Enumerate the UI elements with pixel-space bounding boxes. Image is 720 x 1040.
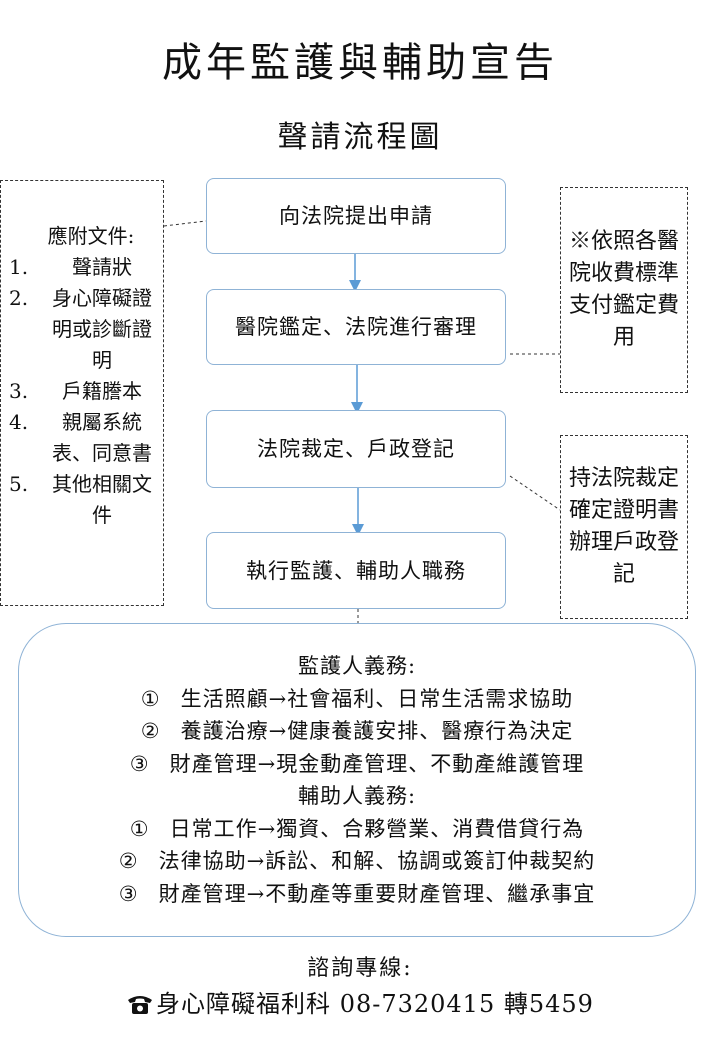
page-title: 成年監護與輔助宣告 [162,40,558,86]
list-item: ③ 財產管理→不動產等重要財產管理、繼承事宜 [19,878,695,911]
item-marker: ② [118,849,139,873]
list-item: 3. 戶籍謄本 [9,376,159,407]
item-text: 財產管理→現金動產管理、不動產維護管理 [169,751,585,776]
step-execute-duties: 執行監護、輔助人職務 [206,532,506,609]
item-text: 親屬系統表、同意書 [52,410,152,465]
step-file-application: 向法院提出申請 [206,178,506,254]
item-marker: ② [140,719,161,743]
contact-line: 身心障礙福利科 08-7320415 轉5459 [0,984,720,1019]
fee-note-box: ※依照各醫院收費標準支付鑑定費用 [560,187,688,393]
item-number: 4. [9,410,29,434]
list-item: 2. 身心障礙證明或診斷證明 [9,283,159,376]
list-item: ① 生活照顧→社會福利、日常生活需求協助 [19,683,695,716]
item-text: 養護治療→健康養護安排、醫療行為決定 [180,719,574,743]
item-marker: ① [129,816,150,841]
attachments-header: 應附文件: [47,224,135,248]
item-number: 2. [9,286,29,310]
step-label: 執行監護、輔助人職務 [246,558,466,583]
item-text: 戶籍謄本 [62,379,142,403]
list-item: 5. 其他相關文件 [9,469,159,531]
step-label: 醫院鑑定、法院進行審理 [235,315,477,339]
guardian-duties-title: 監護人義務: [297,654,417,678]
list-item: 1. 聲請狀 [9,252,159,283]
list-item: ③ 財產管理→現金動產管理、不動產維護管理 [19,748,695,781]
item-text: 日常工作→獨資、合夥營業、消費借貸行為 [169,816,585,841]
item-number: 5. [9,472,29,496]
item-text: 財產管理→不動產等重要財產管理、繼承事宜 [158,881,596,906]
registration-note-box: 持法院裁定確定證明書辦理戶政登記 [560,435,688,619]
item-text: 身心障礙證明或診斷證明 [52,286,152,372]
item-text: 法律協助→訴訟、和解、協調或簽訂仲裁契約 [158,849,596,873]
item-number: 1. [9,255,29,279]
list-item: ① 日常工作→獨資、合夥營業、消費借貸行為 [19,813,695,846]
item-marker: ③ [129,751,150,776]
item-text: 其他相關文件 [52,472,152,527]
item-marker: ① [140,686,161,711]
contact-ext: 轉5459 [503,990,594,1018]
fee-note-text: ※依照各醫院收費標準支付鑑定費用 [569,229,680,350]
contact-title: 諮詢專線: [307,956,413,981]
assistant-duties-title: 輔助人義務: [297,784,417,808]
list-item: 4. 親屬系統表、同意書 [9,407,159,469]
list-item: ② 法律協助→訴訟、和解、協調或簽訂仲裁契約 [19,845,695,878]
item-text: 生活照顧→社會福利、日常生活需求協助 [180,686,574,711]
page-subtitle: 聲請流程圖 [277,120,443,155]
item-text: 聲請狀 [72,255,132,279]
list-item: ② 養護治療→健康養護安排、醫療行為決定 [19,715,695,748]
step-label: 法院裁定、戶政登記 [257,437,455,461]
duties-box: 監護人義務: ① 生活照顧→社會福利、日常生活需求協助 ② 養護治療→健康養護安排、… [18,623,696,937]
phone-icon [128,996,153,1014]
step-medical-evaluation: 醫院鑑定、法院進行審理 [206,289,506,365]
attachments-box: 應附文件: 1. 聲請狀 2. 身心障礙證明或診斷證明 3. 戶籍謄本 4. 親… [0,180,164,606]
registration-note-connector [509,475,561,511]
contact-unit: 身心障礙福利科 [156,990,332,1018]
step-label: 向法院提出申請 [279,204,433,228]
item-number: 3. [9,379,29,403]
item-marker: ③ [118,881,139,906]
registration-note-text: 持法院裁定確定證明書辦理戶政登記 [569,466,680,587]
attachments-connector [163,220,207,227]
step-court-ruling: 法院裁定、戶政登記 [206,410,506,488]
contact-phone: 08-7320415 [339,990,496,1018]
